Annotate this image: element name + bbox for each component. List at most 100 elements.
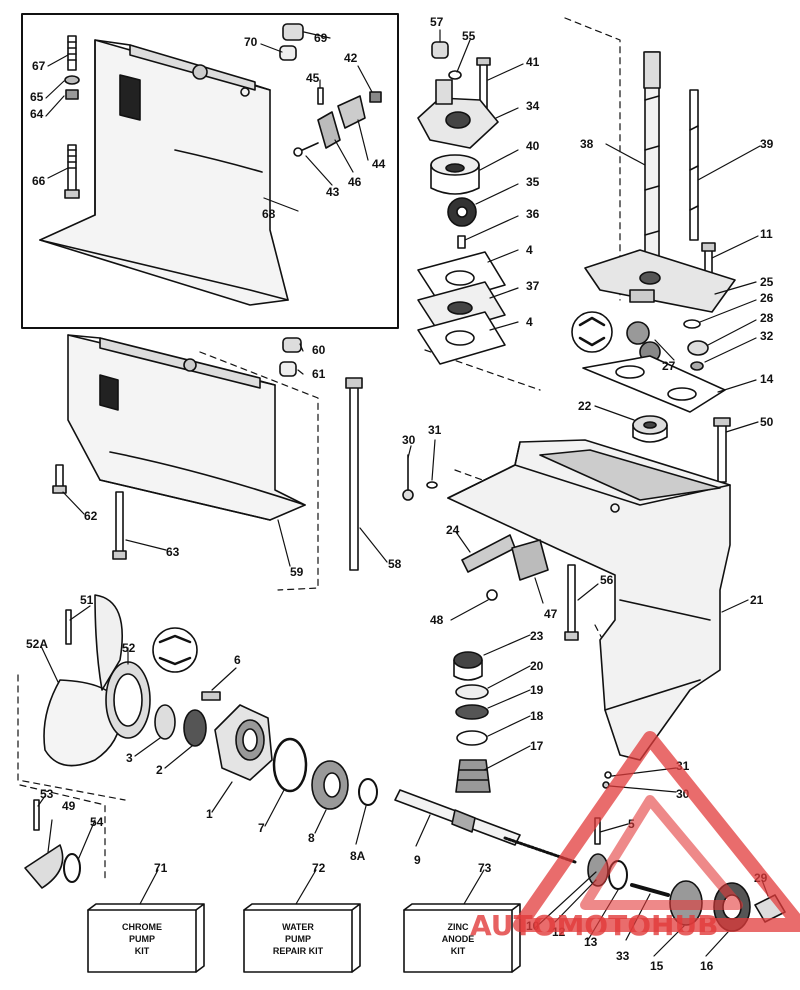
screw-6 [201, 691, 221, 701]
callout-60: 60 [312, 343, 326, 357]
grommet-69 [282, 23, 304, 41]
callout-8: 8 [308, 831, 315, 845]
callout-52: 52 [122, 641, 136, 655]
seal-3 [154, 704, 176, 740]
screw-62 [52, 464, 67, 494]
impeller-cup-40 [430, 154, 480, 195]
grommet-60 [282, 337, 302, 353]
guide-line [199, 351, 319, 591]
cotter-pin-53 [33, 799, 40, 831]
seal-55 [448, 70, 462, 80]
callout-48: 48 [430, 613, 444, 627]
washer-8A [358, 778, 378, 806]
seal-detail-inset [152, 627, 198, 673]
callout-34: 34 [526, 99, 540, 113]
bearing-23 [453, 651, 483, 681]
callout-7: 7 [258, 821, 265, 835]
guide-line [17, 674, 126, 881]
nut-42 [369, 91, 382, 103]
callout-57: 57 [430, 15, 444, 29]
callout-52A: 52A [26, 637, 48, 651]
callout-18: 18 [530, 709, 544, 723]
callout-4a: 4 [526, 243, 533, 257]
key-36 [457, 235, 466, 249]
bearing-27a [626, 321, 650, 345]
callout-27: 27 [662, 359, 676, 373]
grommet-22 [632, 415, 668, 443]
washer-20 [455, 684, 489, 700]
kit-label-line: KIT [451, 946, 466, 956]
kit-label-line: PUMP [129, 934, 155, 944]
callout-46: 46 [348, 175, 362, 189]
guide-line [424, 17, 621, 391]
pump-housing-34 [417, 79, 499, 149]
stud-66 [64, 144, 80, 199]
callout-37: 37 [526, 279, 540, 293]
kit-box-zinc-anode [403, 903, 521, 973]
callout-9: 9 [414, 853, 421, 867]
exhaust-housing-68 [39, 39, 289, 306]
callout-45: 45 [306, 71, 320, 85]
callout-4b: 4 [526, 315, 533, 329]
washer-31-top [426, 481, 438, 489]
callout-1: 1 [206, 807, 213, 821]
kit-label-line: WATER [282, 922, 314, 932]
callout-56: 56 [600, 573, 614, 587]
stud-67 [67, 35, 77, 71]
cone-49 [24, 844, 64, 889]
callout-35: 35 [526, 175, 540, 189]
leader-lines [37, 29, 769, 957]
callout-42: 42 [344, 51, 358, 65]
grommet-28 [687, 340, 709, 356]
callout-8A: 8A [350, 849, 366, 863]
gasket-4-lower [417, 311, 506, 365]
kit-label-line: ZINC [448, 922, 469, 932]
callout-41: 41 [526, 55, 540, 69]
kit-label-line: KIT [135, 946, 150, 956]
washer-54 [63, 853, 81, 883]
callout-19: 19 [530, 683, 544, 697]
screw-63 [112, 491, 127, 560]
kit-label-line: ANODE [442, 934, 475, 944]
callout-44: 44 [372, 157, 386, 171]
shift-rod-39 [689, 89, 699, 241]
propeller-52A [43, 594, 123, 767]
watermark-text: AUTOMOTOHUB [470, 909, 719, 942]
callout-63: 63 [166, 545, 180, 559]
callout-16: 16 [700, 959, 714, 973]
pin-33 [630, 883, 670, 897]
gasket-14 [582, 355, 726, 413]
callout-65: 65 [30, 90, 44, 104]
callout-53: 53 [40, 787, 54, 801]
pin-51 [65, 609, 72, 645]
bearing-carrier-1 [214, 704, 273, 781]
kit-box-water-pump [243, 903, 361, 973]
impeller-35 [447, 197, 477, 227]
callout-3: 3 [126, 751, 133, 765]
thrust-bearing-19 [455, 704, 489, 720]
bearing-2 [183, 709, 207, 747]
bolt-58 [345, 377, 363, 571]
callout-40: 40 [526, 139, 540, 153]
callout-26: 26 [760, 291, 774, 305]
o-ring-26 [683, 319, 701, 329]
washer-32 [690, 361, 704, 371]
callout-20: 20 [530, 659, 544, 673]
callout-2: 2 [156, 763, 163, 777]
callout-32: 32 [760, 329, 774, 343]
callout-68: 68 [262, 207, 276, 221]
washer-65 [64, 75, 80, 85]
washer-31-lower [604, 771, 612, 779]
callout-66: 66 [32, 174, 46, 188]
kit-box-chrome-pump [87, 903, 205, 973]
exhaust-housing-59 [67, 334, 306, 521]
washer-18 [456, 730, 488, 746]
tube-57 [431, 41, 449, 59]
o-ring-7 [272, 737, 308, 793]
propeller-shaft-9 [394, 789, 521, 846]
grommet-61 [279, 361, 297, 377]
inset-frame [21, 13, 399, 329]
callout-14: 14 [760, 372, 774, 386]
